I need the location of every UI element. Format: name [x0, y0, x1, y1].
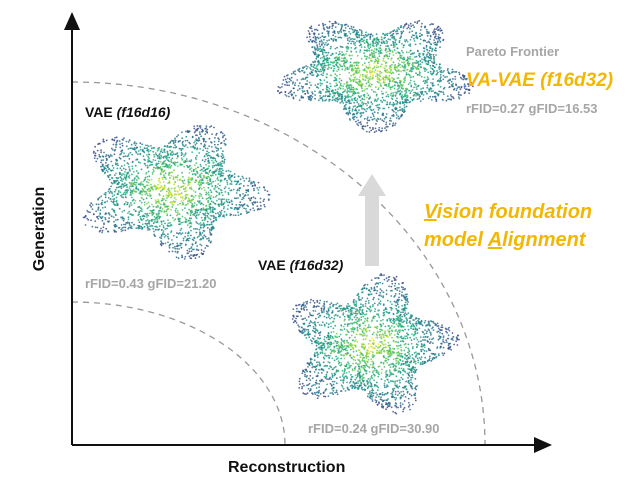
model-config: (f16d32)	[540, 70, 614, 91]
alignment-line-1: Vision foundation	[424, 201, 592, 224]
va-vae-metrics: rFID=0.27 gFID=16.53	[466, 101, 598, 116]
alignment-a: A	[487, 229, 503, 251]
vae-f16d32-metrics: rFID=0.24 gFID=30.90	[308, 421, 440, 436]
alignment-text: model	[424, 229, 488, 251]
latent-scatter-cloud	[82, 125, 271, 260]
alignment-line-2: model Alignment	[424, 229, 586, 252]
model-name: VA-VAE	[466, 70, 535, 91]
alignment-text: ision foundation	[436, 201, 593, 223]
latent-scatter-cloud	[277, 19, 474, 134]
x-axis-label: Reconstruction	[228, 459, 346, 476]
point-clouds	[82, 19, 474, 415]
va-vae-title: VA-VAE (f16d32)	[466, 70, 613, 92]
alignment-v: V	[424, 201, 437, 223]
alignment-text: lignment	[502, 229, 586, 251]
vae-f16d16-metrics: rFID=0.43 gFID=21.20	[85, 276, 217, 291]
model-name: VAE	[258, 257, 286, 273]
model-config: (f16d16)	[116, 104, 171, 120]
model-name: VAE	[85, 104, 113, 120]
model-config: (f16d32)	[289, 257, 344, 273]
improvement-arrow	[358, 174, 386, 266]
vae-f16d16-title: VAE (f16d16)	[85, 104, 170, 120]
vae-f16d32-title: VAE (f16d32)	[258, 257, 343, 273]
y-axis-label: Generation	[31, 186, 48, 272]
latent-scatter-cloud	[291, 273, 460, 415]
inner-frontier-arc	[71, 301, 286, 446]
pareto-frontier-label: Pareto Frontier	[466, 44, 560, 59]
